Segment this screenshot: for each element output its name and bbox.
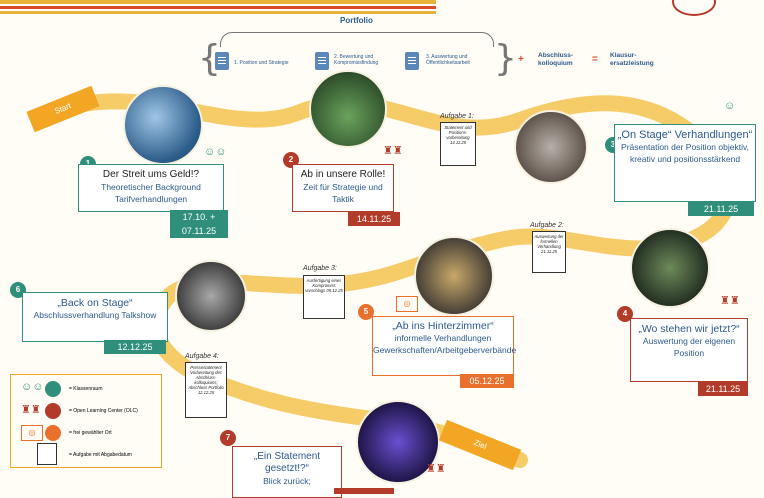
- classroom-icon: ☺☺: [21, 381, 44, 393]
- station-photo: [356, 400, 440, 484]
- free-location-icon: ◎: [396, 296, 418, 312]
- task-text: Statement und Positions-vorbereitung 14.…: [444, 125, 472, 145]
- station-photo: [514, 110, 588, 184]
- station-photo: [175, 260, 247, 332]
- station-date: 21.11.25: [688, 202, 754, 216]
- task-label: Aufgabe 1:: [440, 113, 474, 120]
- task-text: Auswertung der formellen Verhandlung 21.…: [534, 234, 564, 254]
- station-number: 7: [220, 430, 236, 446]
- station-date: 21.11.25: [698, 382, 748, 396]
- station-date: 05.12.25: [460, 374, 514, 388]
- station-box: Der Streit ums Geld!? Theoretischer Back…: [78, 164, 224, 212]
- station-text: Präsentation der Position objektiv, krea…: [621, 142, 749, 164]
- station-date: 17.10. + 07.11.25: [170, 210, 228, 238]
- station-photo: [414, 236, 494, 316]
- document-icon: [405, 52, 419, 70]
- station-text: Auswertung der eigenen Position: [642, 336, 736, 358]
- legend-label: = Open Learning Center (OLC): [69, 408, 138, 414]
- document-icon: [215, 52, 229, 70]
- station-box: „Back on Stage“ Abschlussverhandlung Tal…: [22, 292, 168, 342]
- task-label: Aufgabe 3:: [303, 265, 337, 272]
- station-text: Theoretischer Background Tarifverhandlun…: [101, 182, 201, 204]
- task-label: Aufgabe 4:: [185, 353, 219, 360]
- station-date: 12.12.25: [104, 340, 166, 354]
- station-number: 4: [617, 306, 633, 322]
- station-date: [334, 488, 394, 494]
- legend-swatch: [45, 425, 61, 441]
- legend-swatch: [45, 403, 61, 419]
- station-title: „Ab ins Hinterzimmer“: [392, 320, 494, 332]
- station-text: Blick zurück;: [263, 476, 311, 486]
- portfolio-step: 1. Position und Strategie: [234, 60, 289, 66]
- station-box: Ab in unsere Rolle! Zeit für Strategie u…: [292, 164, 394, 212]
- legend-label: = Aufgabe mit Abgabedatum: [69, 452, 132, 458]
- station-title: „Wo stehen wir jetzt?“: [638, 323, 740, 335]
- kolloquium-label: Abschluss-kolloquium: [538, 52, 574, 67]
- top-stripe: [0, 0, 436, 4]
- legend-swatch: [45, 381, 61, 397]
- top-stripe: [0, 11, 436, 14]
- task-document: Pressestatement Vorbereitung des Abschlu…: [185, 362, 227, 418]
- station-box: „Ein Statement gesetzt!?“ Blick zurück;: [232, 446, 342, 498]
- task-text: Pressestatement Vorbereitung des Abschlu…: [188, 365, 224, 395]
- station-text: Abschlussverhandlung Talkshow: [33, 310, 157, 320]
- classroom-icon: ☺☺: [204, 146, 227, 158]
- station-number: 5: [358, 304, 374, 320]
- station-box: „Ab ins Hinterzimmer“ informelle Verhand…: [372, 316, 517, 376]
- station-box: „Wo stehen wir jetzt?“ Auswertung der ei…: [630, 318, 748, 382]
- station-box: „On Stage“ Verhandlungen“ Präsentation d…: [614, 124, 756, 202]
- task-document: Statement und Positions-vorbereitung 14.…: [440, 122, 476, 166]
- station-photo: [309, 70, 387, 148]
- task-document-icon: [37, 443, 57, 465]
- task-document: Auswertung der formellen Verhandlung 21.…: [532, 231, 566, 273]
- start-label: Start: [53, 101, 73, 116]
- legend: ☺☺ = Klassenraum ♜♜ = Open Learning Cent…: [10, 374, 162, 468]
- top-stripe: [0, 6, 436, 9]
- plus-sign: +: [518, 54, 524, 65]
- ziel-label: Ziel: [472, 437, 488, 452]
- station-photo: [123, 85, 203, 165]
- station-title: Der Streit ums Geld!?: [102, 169, 200, 180]
- free-location-icon: ◎: [21, 425, 43, 441]
- legend-label: = frei gewählter Ort: [69, 430, 112, 436]
- olc-icon: ♜♜: [426, 463, 446, 475]
- document-icon: [315, 52, 329, 70]
- station-photo: [630, 228, 710, 308]
- klausur-label: Klausur-ersatzleistung: [610, 52, 654, 67]
- portfolio-step: 2. Bewertung und Kompromissfindung: [334, 54, 379, 66]
- task-document: Ausfertigung eines Kompromiss vorschlags…: [303, 275, 345, 319]
- equals-sign: =: [592, 54, 598, 65]
- portfolio-title: Portfolio: [340, 16, 373, 25]
- olc-icon: ♜♜: [383, 145, 403, 157]
- olc-icon: ♜♜: [720, 295, 740, 307]
- legend-label: = Klassenraum: [69, 386, 103, 392]
- station-text: informelle Verhandlungen Gewerkschaften/…: [373, 333, 517, 355]
- station-title: Ab in unsere Rolle!: [300, 169, 386, 180]
- station-title: „Ein Statement gesetzt!?“: [253, 451, 321, 474]
- station-title: „On Stage“ Verhandlungen“: [617, 129, 753, 141]
- olc-icon: ♜♜: [21, 404, 41, 416]
- station-text: Zeit für Strategie und Taktik: [303, 182, 383, 204]
- task-text: Ausfertigung eines Kompromiss vorschlags…: [305, 278, 343, 293]
- portfolio-step: 3. Auswertung und Öffentlichkeitsarbeit: [426, 54, 470, 66]
- classroom-icon: ☺: [724, 100, 736, 112]
- station-date: 14.11.25: [348, 212, 400, 226]
- task-label: Aufgabe 2:: [530, 222, 564, 229]
- brace-right: }: [494, 38, 517, 79]
- station-title: „Back on Stage“: [57, 297, 133, 309]
- brace-top: [220, 32, 494, 47]
